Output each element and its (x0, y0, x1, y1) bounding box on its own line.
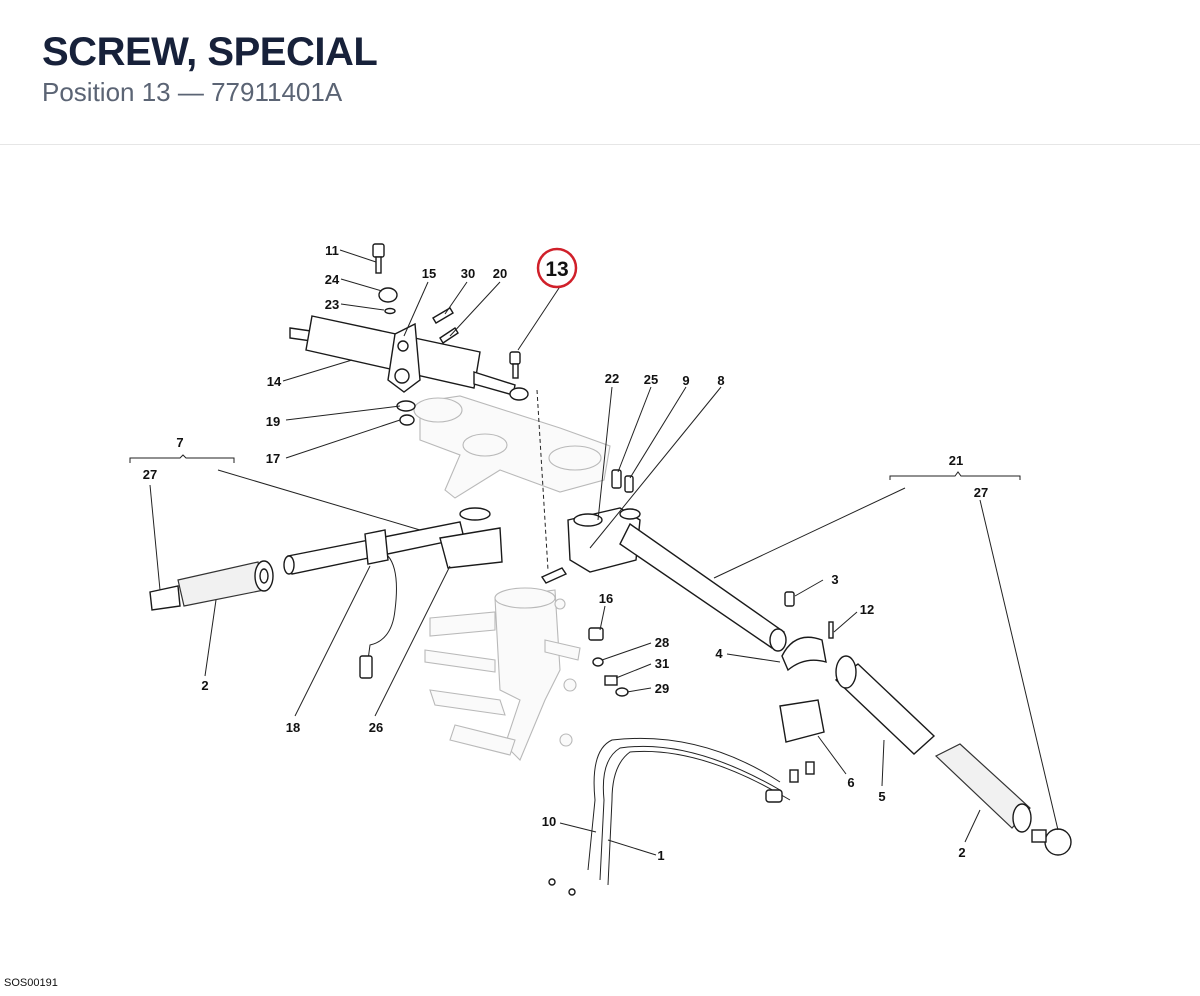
callout-9: 9 (682, 373, 689, 388)
callout-6: 6 (847, 775, 854, 790)
callout-15: 15 (422, 266, 436, 281)
right-handlebar-clamp (540, 469, 641, 584)
right-handlebar (619, 522, 787, 652)
top-bolt (372, 243, 398, 315)
callout-labels: 11 24 23 15 30 20 14 19 17 7 27 2 18 26 … (143, 243, 988, 863)
callout-14: 14 (267, 374, 282, 389)
callout-26: 26 (369, 720, 383, 735)
callout-20: 20 (493, 266, 507, 281)
callout-16: 16 (599, 591, 613, 606)
exploded-parts-diagram: 11 24 23 15 30 20 14 19 17 7 27 2 18 26 … (0, 145, 1200, 991)
callout-11: 11 (325, 243, 339, 258)
callout-30: 30 (461, 266, 475, 281)
callout-4: 4 (715, 646, 723, 661)
callout-25: 25 (644, 372, 658, 387)
callout-21: 21 (949, 453, 963, 468)
callout-5: 5 (878, 789, 885, 804)
right-grip (834, 655, 1072, 856)
callout-23: 23 (325, 297, 339, 312)
throttle-cables (548, 737, 815, 896)
leader-lines (149, 249, 1059, 856)
callout-24: 24 (325, 272, 340, 287)
callout-2-left: 2 (201, 678, 208, 693)
callout-1: 1 (657, 848, 664, 863)
callout-18: 18 (286, 720, 300, 735)
group-brackets (129, 454, 1021, 480)
callout-10: 10 (542, 814, 556, 829)
throttle-clamp (588, 591, 834, 743)
callout-31: 31 (655, 656, 669, 671)
left-grip (149, 560, 274, 611)
callout-27-left: 27 (143, 467, 157, 482)
seal-rings (396, 400, 416, 426)
callout-22: 22 (605, 371, 619, 386)
diagram-code: SOS00191 (4, 977, 58, 989)
callout-17: 17 (266, 451, 280, 466)
callout-12: 12 (860, 602, 874, 617)
callout-19: 19 (266, 414, 280, 429)
part-position-subtitle: Position 13 — 77911401A (42, 77, 343, 107)
frame-ghost (424, 587, 581, 761)
steering-damper (289, 315, 529, 401)
highlighted-callout: 13 (536, 247, 578, 289)
header: SCREW, SPECIAL Position 13 — 77911401A (0, 0, 1200, 145)
triple-clamp-ghost (413, 395, 611, 499)
callout-3: 3 (831, 572, 838, 587)
callout-29: 29 (655, 681, 669, 696)
left-handlebar (283, 507, 503, 679)
callout-7: 7 (176, 435, 183, 450)
callout-28: 28 (655, 635, 669, 650)
page-title: SCREW, SPECIAL (42, 30, 378, 74)
callout-8: 8 (717, 373, 724, 388)
callout-2-right: 2 (958, 845, 965, 860)
highlight-circle (536, 247, 578, 289)
callout-27-right: 27 (974, 485, 988, 500)
callout-13: 13 (545, 258, 568, 281)
